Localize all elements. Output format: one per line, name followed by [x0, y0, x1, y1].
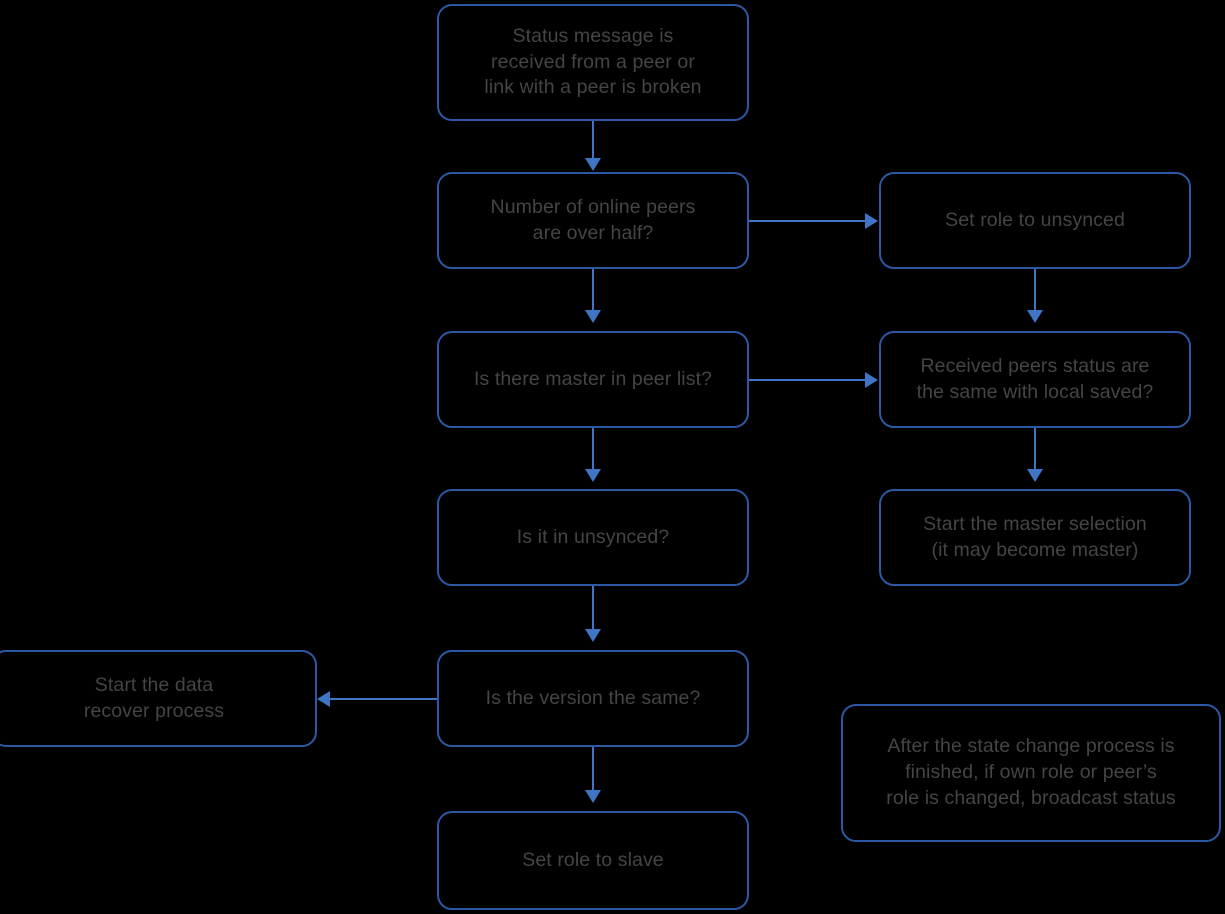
edge-peers-to-unsynced-arrow [865, 212, 878, 229]
node-received-peers-status-same[interactable]: Received peers status are the same with … [879, 331, 1191, 428]
node-master-in-peer-list[interactable]: Is there master in peer list? [437, 331, 749, 428]
edge-unsynced-to-received-arrow [1026, 310, 1043, 323]
edge-version-to-slave-arrow [584, 790, 601, 803]
edge-unsynced-to-version-line [591, 586, 594, 630]
node-start-master-selection[interactable]: Start the master selection (it may becom… [879, 489, 1191, 586]
node-is-it-in-unsynced[interactable]: Is it in unsynced? [437, 489, 749, 586]
node-is-version-the-same[interactable]: Is the version the same? [437, 650, 749, 747]
node-broadcast-status-note[interactable]: After the state change process is finish… [841, 704, 1221, 842]
node-set-role-to-slave[interactable]: Set role to slave [437, 811, 749, 910]
edge-received-to-selection-arrow [1026, 469, 1043, 482]
node-online-peers-over-half[interactable]: Number of online peers are over half? [437, 172, 749, 269]
node-status-message-received[interactable]: Status message is received from a peer o… [437, 4, 749, 121]
edge-unsynced-to-version-arrow [584, 629, 601, 642]
edge-master-to-unsynced-line [591, 428, 594, 472]
edge-master-to-received-line [749, 378, 866, 381]
edge-version-to-slave-line [591, 747, 594, 792]
node-start-data-recover-process[interactable]: Start the data recover process [0, 650, 317, 747]
edge-peers-to-master-arrow [584, 310, 601, 323]
edge-master-to-received-arrow [865, 371, 878, 388]
edge-status-to-peers-arrow [584, 158, 601, 171]
edge-received-to-selection-line [1033, 428, 1036, 472]
edge-peers-to-unsynced-line [749, 219, 866, 222]
edge-peers-to-master-line [591, 269, 594, 313]
edge-unsynced-to-received-line [1033, 269, 1036, 313]
edge-status-to-peers-line [591, 120, 594, 162]
edge-version-to-recover-line [330, 697, 437, 700]
edge-master-to-unsynced-arrow [584, 469, 601, 482]
edge-version-to-recover-arrow [317, 690, 330, 707]
node-set-role-to-unsynced[interactable]: Set role to unsynced [879, 172, 1191, 269]
